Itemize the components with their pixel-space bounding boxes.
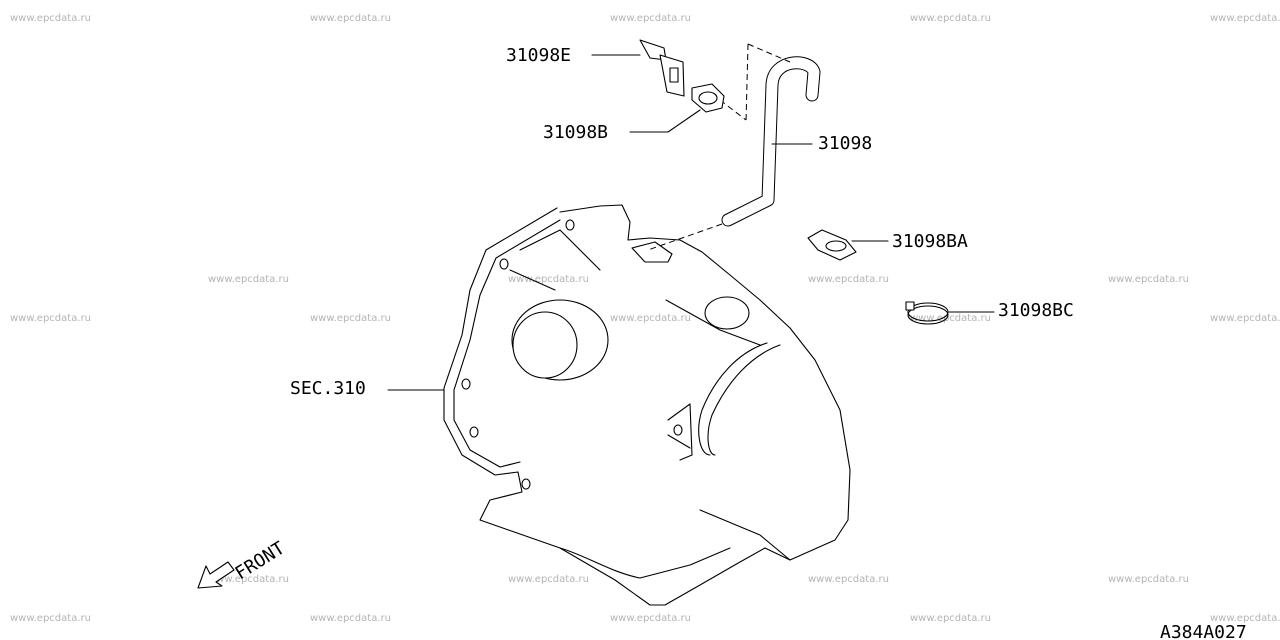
part-label-31098[interactable]: 31098 [818, 133, 872, 154]
hose-clip-b[interactable] [691, 83, 725, 113]
watermark: www.epcdata.ru [10, 613, 91, 624]
watermark: www.epcdata.ru [310, 313, 391, 324]
watermark: www.epcdata.ru [808, 574, 889, 585]
watermark: www.epcdata.ru [310, 13, 391, 24]
watermark: www.epcdata.ru [508, 274, 589, 285]
part-label-31098e[interactable]: 31098E [506, 45, 571, 66]
watermark: www.epcdata.ru [310, 613, 391, 624]
breather-hose[interactable] [721, 56, 821, 227]
watermark: www.epcdata.ru [10, 13, 91, 24]
watermark: www.epcdata.ru [1108, 574, 1189, 585]
routing-guides [647, 43, 791, 251]
watermark: www.epcdata.ru [208, 574, 289, 585]
watermark: www.epcdata.ru [610, 313, 691, 324]
watermark: www.epcdata.ru [610, 13, 691, 24]
watermark: www.epcdata.ru [808, 274, 889, 285]
watermark: www.epcdata.ru [910, 313, 991, 324]
watermark: www.epcdata.ru [1108, 274, 1189, 285]
watermark: www.epcdata.ru [508, 574, 589, 585]
watermark-layer: www.epcdata.ru www.epcdata.ru www.epcdat… [10, 13, 1280, 624]
watermark: www.epcdata.ru [910, 13, 991, 24]
watermark: www.epcdata.ru [1210, 13, 1280, 24]
hose-clamp-bc[interactable] [905, 301, 949, 325]
front-arrow-icon [197, 561, 235, 589]
hose-clip-ba[interactable] [807, 229, 857, 261]
watermark: www.epcdata.ru [10, 313, 91, 324]
watermark: www.epcdata.ru [910, 613, 991, 624]
watermark: www.epcdata.ru [1210, 613, 1280, 624]
watermark: www.epcdata.ru [610, 613, 691, 624]
section-label-310[interactable]: SEC.310 [290, 378, 366, 399]
bracket-clip-e[interactable] [639, 39, 685, 97]
watermark: www.epcdata.ru [208, 274, 289, 285]
part-label-31098bc[interactable]: 31098BC [998, 300, 1074, 321]
part-label-31098b[interactable]: 31098B [543, 122, 608, 143]
part-label-31098ba[interactable]: 31098BA [892, 231, 968, 252]
diagram-id: A384A027 [1160, 622, 1247, 640]
transmission-case[interactable] [443, 204, 851, 606]
leader-lines [387, 54, 995, 391]
watermark: www.epcdata.ru [1210, 313, 1280, 324]
